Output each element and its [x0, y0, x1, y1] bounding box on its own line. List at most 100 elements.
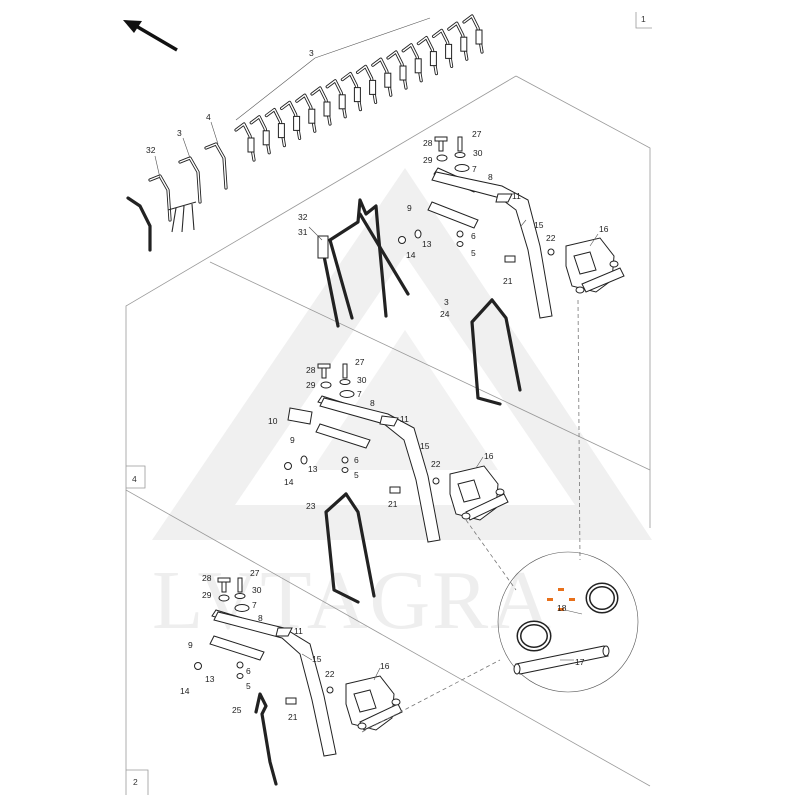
label-15: 15: [312, 654, 322, 664]
label-21: 21: [388, 499, 398, 509]
label-13: 13: [308, 464, 318, 474]
leader-lines: [154, 17, 599, 681]
labels-mid: 28 27 29 30 7 8 10 11 9 15 13 14 6 5 22 …: [268, 357, 494, 511]
direction-arrow: [123, 20, 178, 52]
label-17: 17: [575, 657, 585, 667]
tine-unit: [264, 108, 286, 148]
label-8: 8: [258, 613, 263, 623]
label-29: 29: [306, 380, 316, 390]
label-7: 7: [472, 164, 477, 174]
panel-mid: [284, 363, 509, 604]
tine-unit: [371, 57, 393, 97]
label-10: 10: [268, 416, 278, 426]
tine-unit: [401, 43, 423, 83]
label-27: 27: [250, 568, 260, 578]
label-25: 25: [232, 705, 242, 715]
label-6: 6: [354, 455, 359, 465]
hardware-stack-mid: [284, 363, 441, 543]
label-24: 24: [440, 309, 450, 319]
tine-unit: [416, 36, 438, 76]
label-3-left: 3: [177, 128, 182, 138]
label-6: 6: [471, 231, 476, 241]
tine-unit: [325, 79, 347, 119]
label-22: 22: [325, 669, 335, 679]
tine-unit: [249, 115, 271, 155]
label-21: 21: [503, 276, 513, 286]
tine-assembly-32: [317, 198, 410, 328]
tine-unit: [386, 50, 408, 90]
label-28: 28: [423, 138, 433, 148]
section-frames: 4 2: [125, 75, 651, 795]
label-14: 14: [406, 250, 416, 260]
hardware-stack-top: [398, 136, 555, 319]
label-16: 16: [599, 224, 609, 234]
tine-unit: [356, 64, 378, 104]
label-16: 16: [380, 661, 390, 671]
label-21: 21: [288, 712, 298, 722]
tine-unit: [280, 100, 302, 140]
tine-unit: [234, 122, 256, 162]
label-15: 15: [534, 220, 544, 230]
label-3-pair: 3: [444, 297, 449, 307]
label-30: 30: [473, 148, 483, 158]
label-30: 30: [252, 585, 262, 595]
label-7: 7: [252, 600, 257, 610]
tine-unit: [462, 14, 484, 54]
label-14: 14: [284, 477, 294, 487]
page-marker: 1: [635, 12, 652, 29]
label-13: 13: [205, 674, 215, 684]
label-11: 11: [294, 626, 303, 636]
label-9: 9: [290, 435, 295, 445]
label-14: 14: [180, 686, 190, 696]
label-32: 32: [298, 212, 308, 222]
hardware-stack-bot: [194, 577, 337, 757]
label-32-left: 32: [146, 145, 156, 155]
tine-pair-24: [470, 298, 522, 406]
label-16: 16: [484, 451, 494, 461]
fork-detail: [167, 201, 197, 233]
page-marker-label: 1: [641, 14, 646, 24]
tine-pair-23: [324, 492, 376, 604]
label-30: 30: [357, 375, 367, 385]
label-8: 8: [370, 398, 375, 408]
panel-top: [317, 136, 625, 406]
label-5: 5: [246, 681, 251, 691]
tine-unit: [310, 86, 332, 126]
labels-bot: 28 27 29 30 7 8 11 9 15 14 13 6 5 22 16 …: [180, 568, 390, 722]
label-3-row: 3: [309, 48, 314, 58]
section-tag-4: 4: [132, 474, 137, 484]
label-5: 5: [354, 470, 359, 480]
label-22: 22: [546, 233, 556, 243]
label-8: 8: [488, 172, 493, 182]
panel-bot: [194, 577, 403, 786]
labels-top: 3 3 4 32 32 31 3 24 28 27 29 30 7 8 11 9…: [146, 48, 609, 319]
plate-10: [287, 407, 313, 425]
tine-unit: [295, 93, 317, 133]
label-29: 29: [423, 155, 433, 165]
label-5: 5: [471, 248, 476, 258]
detail-circle: [497, 551, 639, 693]
label-27: 27: [355, 357, 365, 367]
label-6: 6: [246, 666, 251, 676]
clamp-31: [317, 235, 329, 259]
highlight-marker: [547, 588, 575, 611]
label-4: 4: [206, 112, 211, 122]
label-28: 28: [306, 365, 316, 375]
label-9: 9: [188, 640, 193, 650]
label-18: 18: [557, 603, 567, 613]
tine-unit: [447, 21, 469, 61]
tine-unit: [178, 156, 202, 204]
label-29: 29: [202, 590, 212, 600]
detail-callout: 18 17: [361, 299, 639, 733]
bracket-16-mid: [449, 465, 509, 521]
label-22: 22: [431, 459, 441, 469]
label-23: 23: [306, 501, 316, 511]
label-27: 27: [472, 129, 482, 139]
snap-rings: [516, 582, 619, 652]
label-11: 11: [512, 191, 521, 201]
label-13: 13: [422, 239, 432, 249]
label-11: 11: [400, 414, 409, 424]
tine-row: [126, 14, 484, 252]
bracket-16-top: [565, 237, 625, 294]
